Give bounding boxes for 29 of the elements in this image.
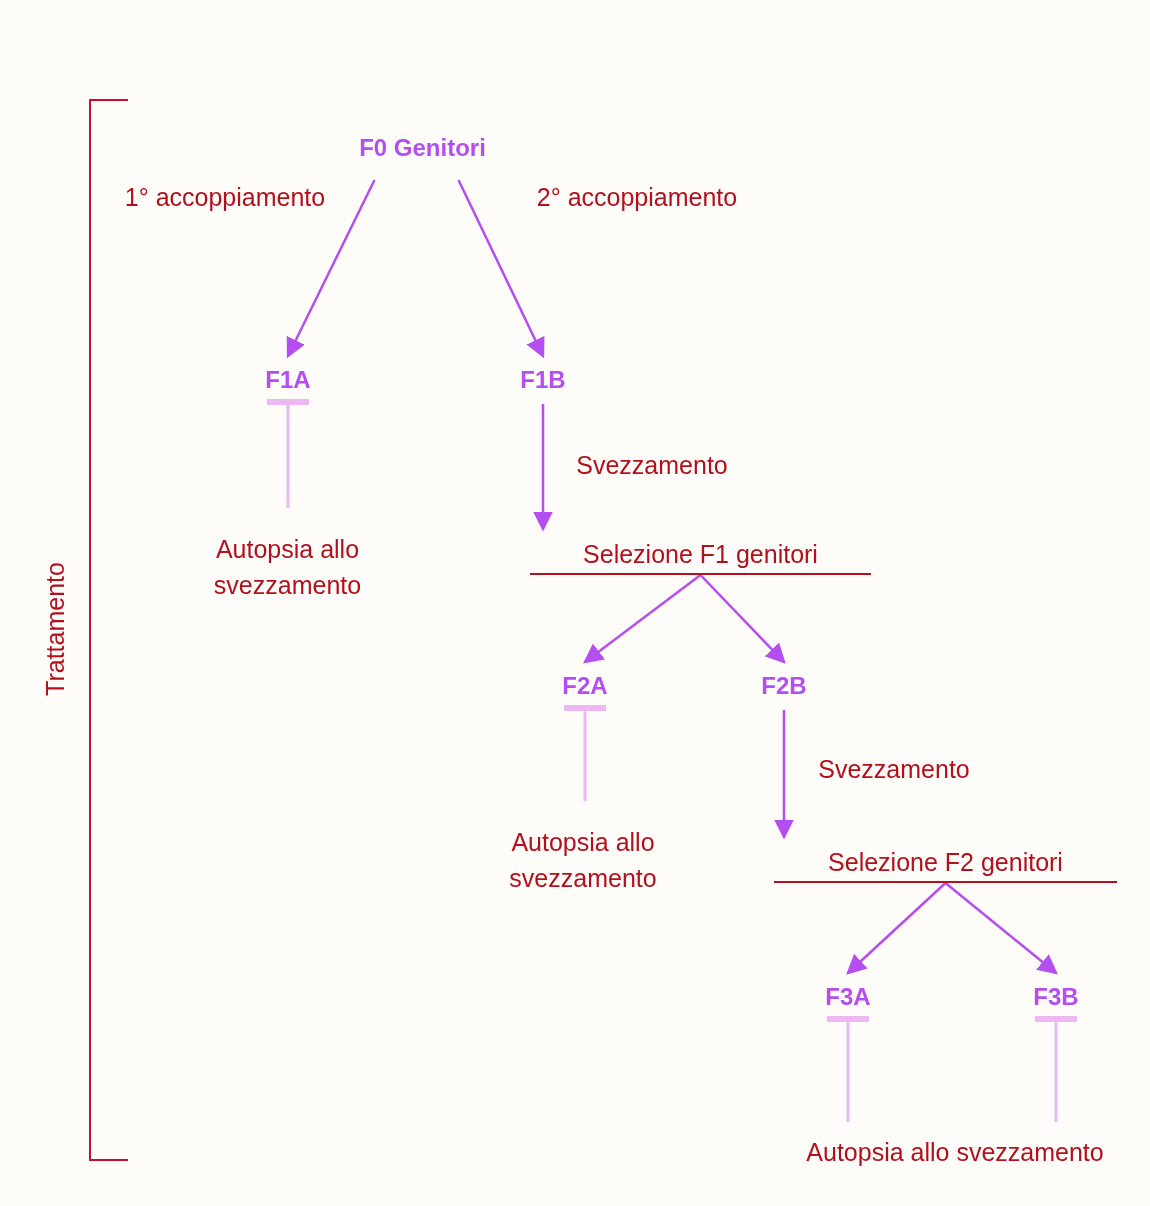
generation-label: F3A (813, 981, 883, 1013)
arrow (457, 179, 545, 359)
arrow (533, 404, 553, 532)
bracket-label: Trattamento (40, 561, 70, 698)
generation-label: F1B (508, 364, 578, 396)
bar-line (1035, 1016, 1077, 1122)
outcome-text: Autopsia allo svezzamento (760, 1132, 1150, 1172)
arrow (944, 882, 1058, 975)
generation-label: F0 Genitori (330, 130, 515, 166)
generation-label: F2B (749, 670, 819, 702)
generation-label: F1A (253, 364, 323, 396)
arrow (846, 882, 947, 975)
selection-step: Selezione F1 genitori (530, 535, 871, 575)
edge-label: Svezzamento (575, 450, 729, 481)
edge-label: 2° accoppiamento (535, 182, 739, 213)
bar-line (267, 399, 309, 508)
arrow (286, 179, 376, 359)
generation-label: F3B (1021, 981, 1091, 1013)
selection-step: Selezione F2 genitori (774, 843, 1117, 883)
bar-line (564, 705, 606, 801)
outcome-text: Autopsia allo svezzamento (180, 530, 395, 604)
arrow (774, 710, 794, 840)
arrow (583, 574, 702, 664)
edge-label: 1° accoppiamento (123, 182, 327, 213)
outcome-text: Autopsia allo svezzamento (470, 823, 696, 897)
generation-label: F2A (550, 670, 620, 702)
arrow (699, 574, 786, 664)
bar-line (827, 1016, 869, 1122)
edge-label: Svezzamento (817, 754, 971, 785)
